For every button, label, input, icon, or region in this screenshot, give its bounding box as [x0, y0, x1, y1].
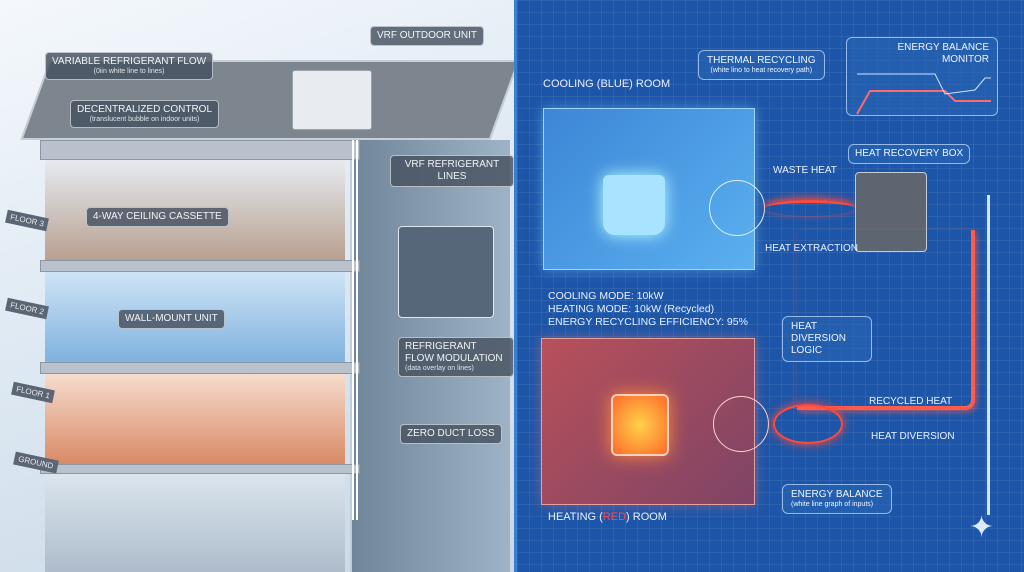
heating-room-title: HEATING (RED) ROOM	[548, 511, 667, 524]
cooling-coil-icon	[709, 180, 765, 236]
label-ceiling-cassette: 4-WAY CEILING CASSETTE	[86, 207, 229, 227]
energy-balance-label: ENERGY BALANCE(white line graph of input…	[782, 484, 892, 515]
monitor-graph	[856, 73, 991, 115]
floor-tag-2: FLOOR 2	[5, 297, 50, 320]
heater-icon	[611, 394, 669, 456]
label-decentralized-control: DECENTRALIZED CONTROL(translucent bubble…	[70, 100, 220, 129]
heat-extraction-label: HEAT EXTRACTION	[765, 243, 858, 254]
title-highlight: RED	[602, 511, 627, 523]
thermal-recycling-label: THERMAL RECYCLING(white lino to heat rec…	[698, 50, 825, 81]
label-title: ENERGY BALANCE	[791, 489, 883, 500]
recycled-heat-wave	[773, 404, 843, 444]
stat-cooling-mode: COOLING MODE: 10kW	[548, 290, 664, 302]
energy-balance-monitor: ENERGY BALANCE MONITOR	[846, 37, 998, 116]
sparkle-icon: ✦	[969, 511, 995, 544]
floor-tag-3: FLOOR 3	[5, 209, 50, 232]
cooling-room-title: COOLING (BLUE) ROOM	[543, 78, 671, 90]
label-vrf-outdoor-unit: VRF OUTDOOR UNIT	[370, 26, 484, 46]
label-note: (data overlay on lines)	[405, 365, 474, 372]
heat-recovery-blueprint-panel: COOLING (BLUE) ROOM THERMAL RECYCLING(wh…	[514, 0, 1024, 572]
floor-1-room	[45, 374, 345, 464]
floor-1-slab	[40, 362, 360, 374]
label-vrf-refrigerant-lines: VRF REFRIGERANT LINES	[390, 155, 514, 187]
label-note: (white line graph of inputs)	[791, 501, 874, 508]
stat-heating-mode: HEATING MODE: 10kW (Recycled)	[548, 303, 715, 316]
return-pipe	[987, 195, 990, 515]
floor-2-slab	[40, 260, 360, 272]
vrf-building-panel: VRF OUTDOOR UNIT VARIABLE REFRIGERANT FL…	[0, 0, 514, 572]
refrigerant-lines	[352, 140, 358, 520]
outdoor-unit	[292, 70, 372, 130]
ground-room	[45, 474, 345, 572]
ice-bucket-icon	[603, 175, 665, 235]
heating-coil-icon	[713, 396, 769, 452]
label-variable-refrigerant-flow: VARIABLE REFRIGERANT FLOW(0iin white lin…	[45, 52, 214, 81]
label-zero-duct-loss: ZERO DUCT LOSS	[400, 424, 502, 444]
waste-heat-wave	[765, 200, 855, 216]
title-prefix: HEATING (	[548, 511, 603, 523]
recycled-heat-pipe	[797, 230, 975, 410]
label-note: (white lino to heat recovery path)	[710, 67, 813, 74]
label-note: (0iin white line to lines)	[93, 68, 165, 75]
heat-diversion-label: HEAT DIVERSION	[871, 431, 955, 442]
waste-heat-label: WASTE HEAT	[773, 165, 837, 176]
label-note: (translucent bubble on indoor units)	[89, 116, 200, 123]
heat-recovery-box-label: HEAT RECOVERY BOX	[848, 144, 971, 164]
label-wall-mount-unit: WALL-MOUNT UNIT	[118, 309, 225, 329]
title-suffix: ) ROOM	[626, 511, 667, 523]
label-title: THERMAL RECYCLING	[707, 55, 816, 66]
monitor-title: ENERGY BALANCE MONITOR	[897, 42, 989, 65]
recycled-heat-label: RECYCLED HEAT	[869, 396, 953, 407]
label-title: DECENTRALIZED CONTROL	[77, 104, 213, 115]
floor-3-slab	[40, 140, 360, 160]
ground-slab	[40, 464, 360, 474]
compressor-inset	[398, 226, 494, 318]
stat-recycling-efficiency: ENERGY RECYCLING EFFICIENCY: 95%	[548, 316, 748, 329]
heat-diversion-logic-label: HEAT DIVERSION LOGIC	[782, 316, 872, 362]
label-title: VARIABLE REFRIGERANT FLOW	[52, 56, 207, 67]
mode-stats: COOLING MODE: 10kW HEATING MODE: 10kW (R…	[548, 290, 748, 329]
label-refrigerant-flow-modulation: REFRIGERANT FLOW MODULATION(data overlay…	[398, 337, 514, 378]
heat-recovery-box	[855, 172, 927, 252]
label-title: REFRIGERANT FLOW MODULATION	[405, 341, 503, 364]
